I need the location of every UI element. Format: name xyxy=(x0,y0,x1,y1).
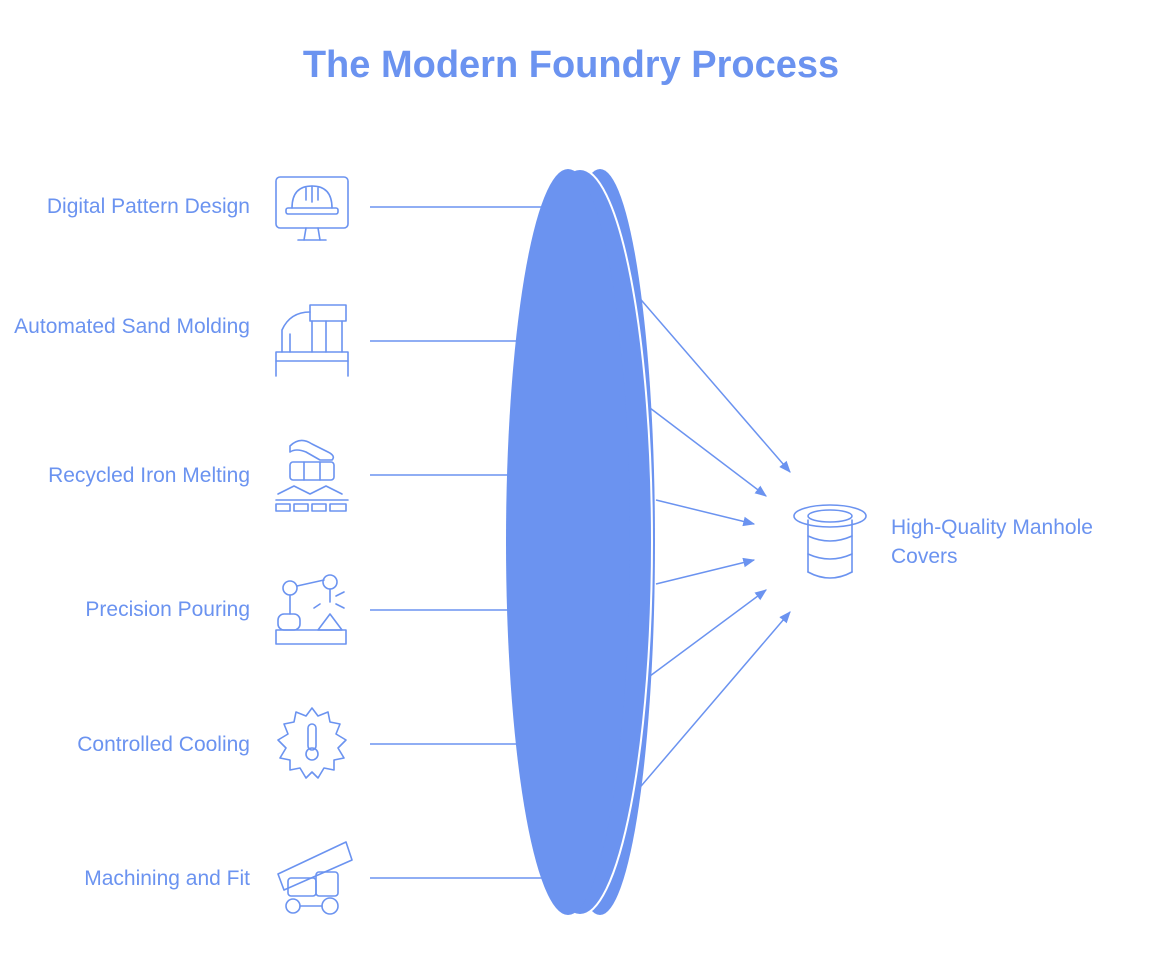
output-arrows xyxy=(635,293,791,793)
manhole-cover-icon xyxy=(793,504,867,579)
sand-molding-machine-icon xyxy=(275,304,349,377)
step-label-recycled-iron-melting: Recycled Iron Melting xyxy=(48,464,250,487)
arrow xyxy=(635,293,791,473)
melting-furnace-icon xyxy=(275,439,349,512)
input-connectors xyxy=(370,206,548,879)
step-label-automated-sand-molding: Automated Sand Molding xyxy=(14,315,250,338)
machining-cart-icon xyxy=(277,841,353,915)
focusing-lens xyxy=(506,168,655,916)
diagram-title: The Modern Foundry Process xyxy=(302,44,840,86)
arrow xyxy=(655,499,756,527)
output-label: High-Quality Manhole Covers xyxy=(891,516,1093,568)
monitor-hard-hat-icon xyxy=(275,176,349,241)
arrow xyxy=(649,589,767,677)
step-label-controlled-cooling: Controlled Cooling xyxy=(77,733,250,756)
arrow xyxy=(635,611,791,793)
arrow xyxy=(655,557,756,585)
arrow xyxy=(649,407,767,497)
step-label-precision-pouring: Precision Pouring xyxy=(85,598,250,621)
step-label-machining-and-fit: Machining and Fit xyxy=(84,867,250,890)
gear-thermometer-icon xyxy=(277,707,347,779)
robotic-arm-icon xyxy=(275,574,347,645)
step-label-digital-pattern-design: Digital Pattern Design xyxy=(46,195,250,218)
